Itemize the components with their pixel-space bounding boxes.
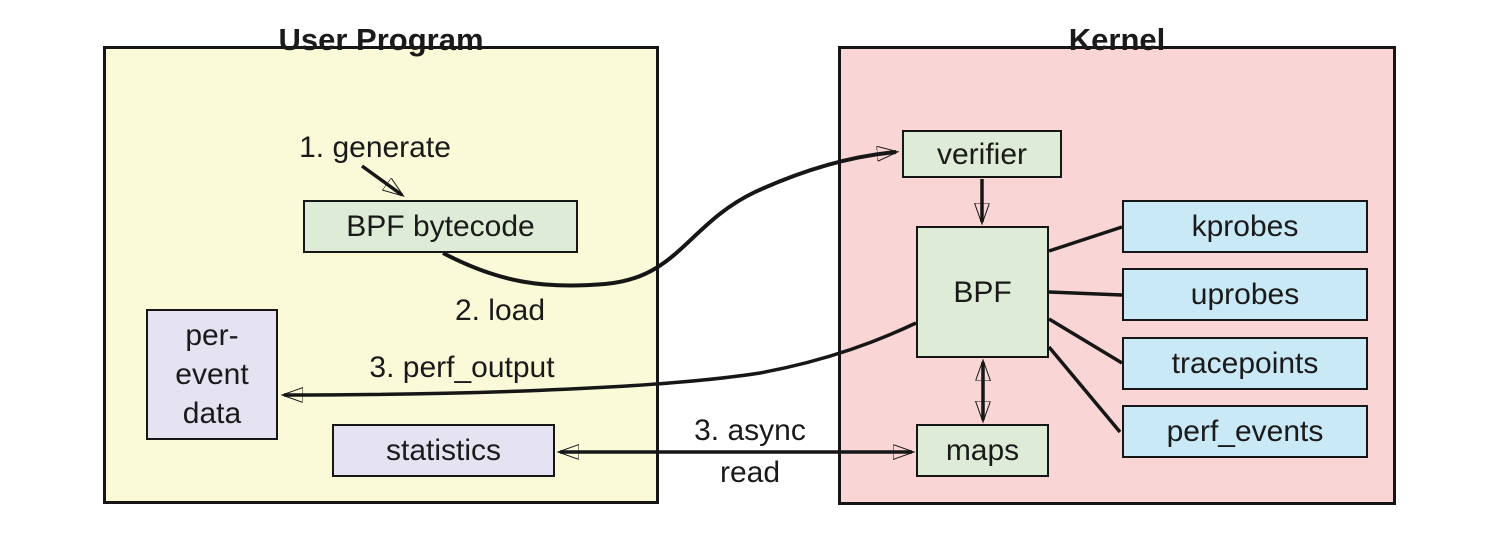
label-step2-load: 2. load [454, 294, 546, 327]
node-perf-events-label: perf_events [1166, 415, 1324, 448]
kernel-title: Kernel [1068, 22, 1166, 57]
node-maps-label: maps [945, 434, 1020, 467]
node-verifier: verifier [902, 130, 1062, 178]
load-arrow [442, 152, 896, 288]
node-kprobes: kprobes [1122, 200, 1368, 253]
node-statistics-label: statistics [385, 434, 502, 467]
label-step3-perf-output: 3. perf_output [369, 351, 555, 384]
node-uprobes: uprobes [1122, 268, 1368, 321]
bpf-uprobes-line [1048, 290, 1123, 297]
label-step3-async-read: read [719, 456, 781, 489]
node-maps: maps [916, 424, 1049, 477]
node-bpf: BPF [916, 226, 1049, 358]
node-kprobes-label: kprobes [1191, 210, 1299, 243]
node-bpf-bytecode-label: BPF bytecode [346, 210, 535, 243]
node-statistics: statistics [332, 424, 555, 477]
node-perf-events: perf_events [1122, 405, 1368, 458]
node-bpf-label: BPF [953, 275, 1012, 309]
node-verifier-label: verifier [936, 137, 1027, 171]
user-program-title: User Program [278, 22, 484, 57]
perf-output-arrow [284, 321, 917, 395]
bpf-tracepoints-line [1048, 317, 1123, 365]
label-step3-async: 3. async [694, 414, 806, 447]
node-per-event-data: per- event data [146, 309, 278, 440]
bpf-perf-events-line [1047, 345, 1122, 434]
label-step1-generate: 1. generate [299, 131, 451, 164]
node-tracepoints: tracepoints [1122, 337, 1368, 390]
node-tracepoints-label: tracepoints [1171, 347, 1319, 380]
node-per-event-data-label: per- event data [175, 319, 249, 430]
node-uprobes-label: uprobes [1190, 278, 1300, 311]
node-bpf-bytecode: BPF bytecode [303, 200, 578, 253]
generate-arrow [360, 164, 402, 195]
bpf-kprobes-line [1048, 225, 1123, 253]
